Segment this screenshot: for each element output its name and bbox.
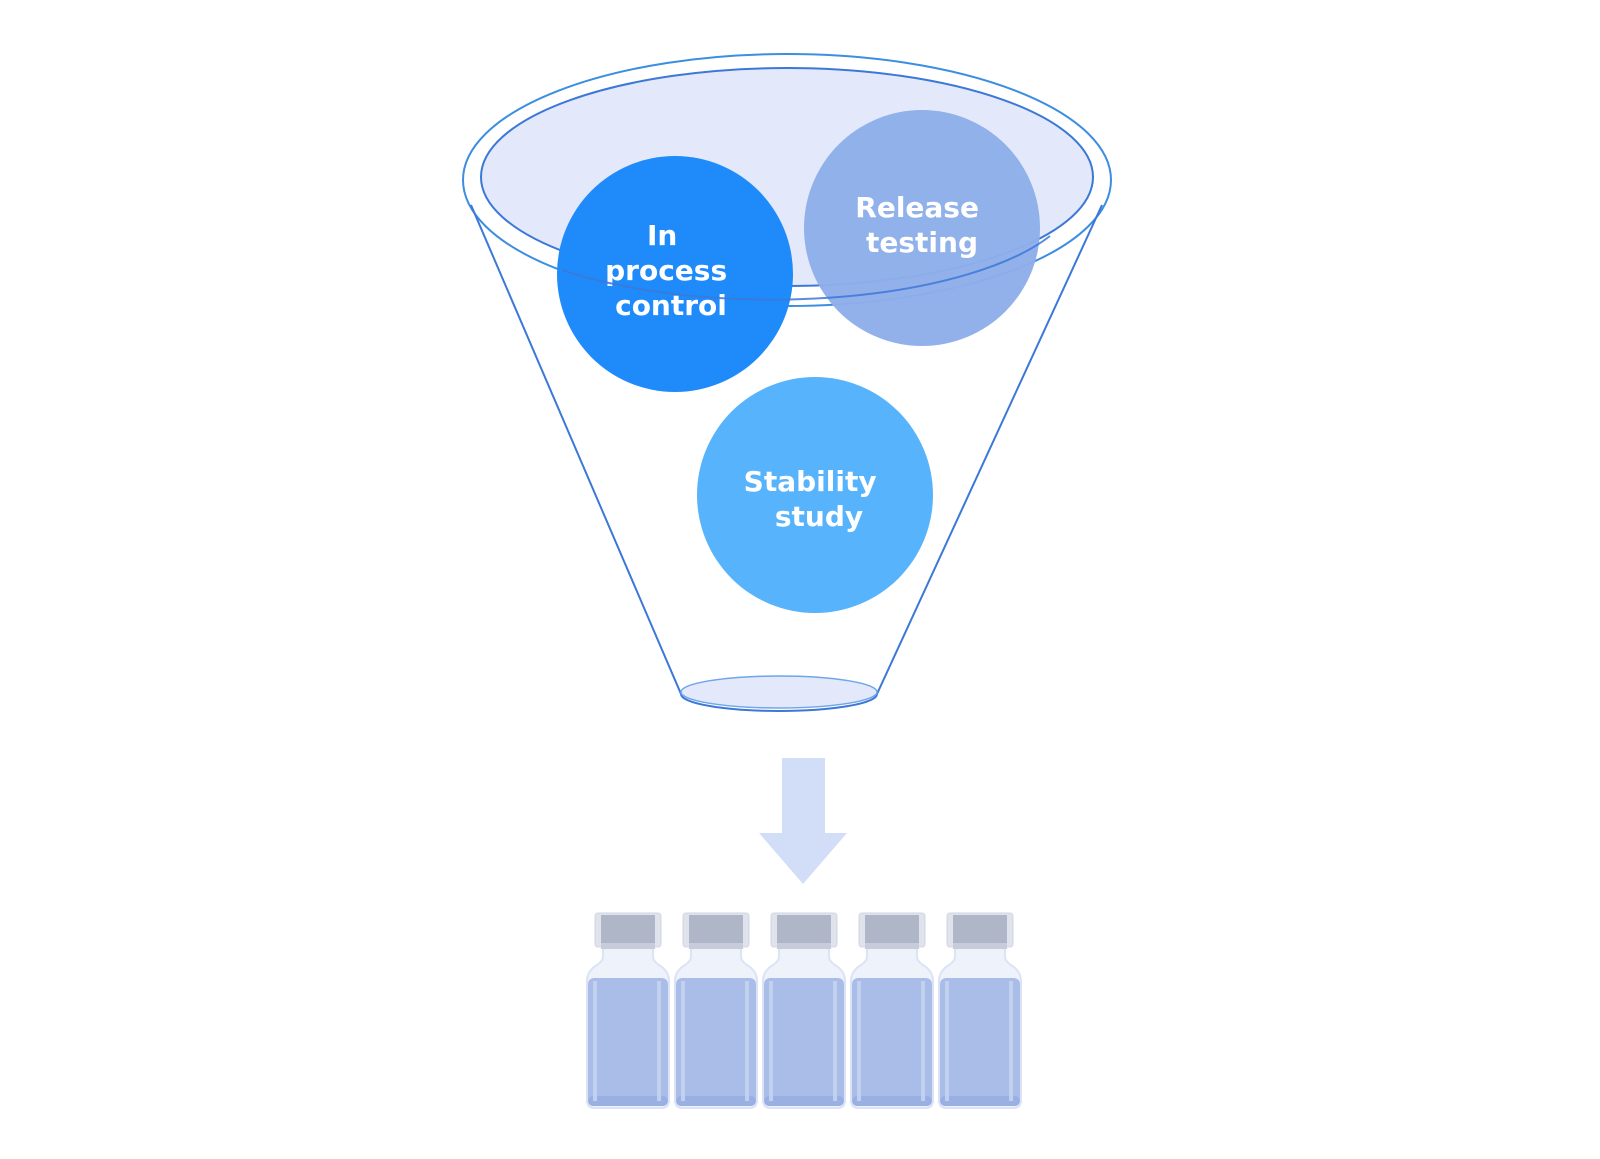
vial-liquid [588, 978, 668, 1106]
vial-highlight [1009, 981, 1013, 1101]
stage-label-line: Release [855, 191, 979, 224]
stage-in-process-control: In process control [557, 156, 793, 392]
vial-icon [938, 912, 1022, 1109]
down-arrow-icon [759, 758, 847, 884]
vial-cap [953, 915, 1007, 943]
vial-highlight [745, 981, 749, 1101]
vial-icon [674, 912, 758, 1109]
vial-icon [762, 912, 846, 1109]
stage-label-line: study [775, 500, 863, 533]
stage-circle-in-process-control [557, 156, 793, 392]
vial-cap-band [601, 943, 655, 949]
stage-label-line: Stability [744, 465, 877, 498]
stage-release-testing: Release testing [804, 110, 1040, 346]
vial-cap [689, 915, 743, 943]
vial-icon [586, 912, 670, 1109]
stage-label-line: testing [866, 226, 978, 259]
vial-row [586, 912, 1022, 1109]
stage-label-line: In [647, 219, 677, 252]
stage-label-stability-study: Stability study [744, 465, 887, 533]
funnel-cone [470, 204, 1103, 712]
vial-liquid-base [764, 1096, 844, 1106]
vial-cap-band [689, 943, 743, 949]
stage-label-line: process [605, 254, 727, 287]
vial-highlight [833, 981, 837, 1101]
funnel-rim-front-edge [561, 235, 1051, 301]
stage-circle-stability-study [697, 377, 933, 613]
vial-highlight [681, 981, 685, 1101]
vial-highlight [769, 981, 773, 1101]
vial-liquid [764, 978, 844, 1106]
vial-liquid-base [588, 1096, 668, 1106]
vial-highlight [657, 981, 661, 1101]
vial-cap-band [953, 943, 1007, 949]
stage-stability-study: Stability study [697, 377, 933, 613]
vial-highlight [921, 981, 925, 1101]
stage-label-release-testing: Release testing [855, 191, 988, 259]
vial-cap-band [777, 943, 831, 949]
vial-liquid [940, 978, 1020, 1106]
vial-highlight [945, 981, 949, 1101]
stage-label-in-process-control: In process control [605, 219, 737, 322]
vial-liquid-base [940, 1096, 1020, 1106]
vial-icon [850, 912, 934, 1109]
funnel-spout [680, 675, 878, 709]
vial-highlight [857, 981, 861, 1101]
vial-cap-band [865, 943, 919, 949]
vial-cap [601, 915, 655, 943]
stage-circle-release-testing [804, 110, 1040, 346]
vial-cap [865, 915, 919, 943]
vial-liquid-base [852, 1096, 932, 1106]
vial-liquid-base [676, 1096, 756, 1106]
vial-liquid [852, 978, 932, 1106]
vial-liquid [676, 978, 756, 1106]
vial-cap [777, 915, 831, 943]
vial-highlight [593, 981, 597, 1101]
